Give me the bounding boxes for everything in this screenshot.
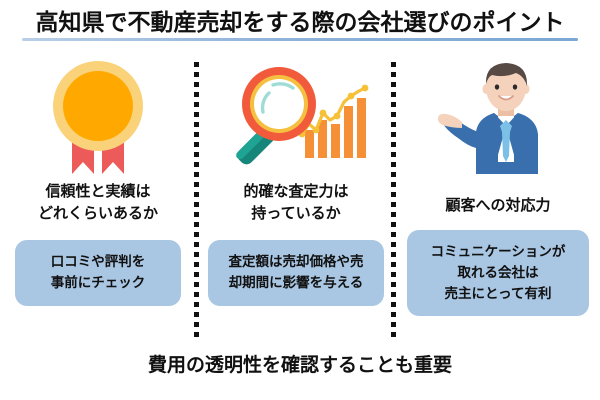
magnifying-glass-bar-chart-icon (223, 56, 369, 174)
points-columns: 信頼性と実績は どれくらいあるか 口コミや評判を 事前にチェック (0, 56, 600, 346)
medal-ribbon-icon (46, 56, 150, 174)
point-headline-service: 顧客への対応力 (445, 196, 551, 214)
businessman-presenting-icon (432, 56, 564, 174)
column-divider-right (391, 62, 396, 338)
point-note-service: コミュニケーションが 取れる会社は 売主にとって有利 (407, 230, 589, 316)
page-title: 高知県で不動産売却をする際の会社選びのポイント (0, 8, 600, 38)
title-underline (22, 38, 578, 41)
point-note-trust: 口コミや評判を 事前にチェック (15, 240, 181, 306)
page-title-text: 高知県で不動産売却をする際の会社選びのポイント (35, 10, 565, 36)
point-column-service: 顧客への対応力 コミュニケーションが 取れる会社は 売主にとって有利 (396, 56, 600, 346)
point-column-trust: 信頼性と実績は どれくらいあるか 口コミや評判を 事前にチェック (0, 56, 196, 346)
column-divider-left (194, 62, 199, 338)
point-headline-trust: 信頼性と実績は どれくらいあるか (37, 182, 158, 222)
point-note-appraisal: 査定額は売却価格や売 却期間に影響を与える (208, 240, 384, 306)
point-headline-appraisal: 的確な査定力は 持っているか (243, 182, 349, 222)
footer-note: 費用の透明性を確認することも重要 (0, 352, 600, 378)
point-column-appraisal: 的確な査定力は 持っているか 査定額は売却価格や売 却期間に影響を与える (196, 56, 396, 346)
footer-note-text: 費用の透明性を確認することも重要 (147, 354, 452, 376)
